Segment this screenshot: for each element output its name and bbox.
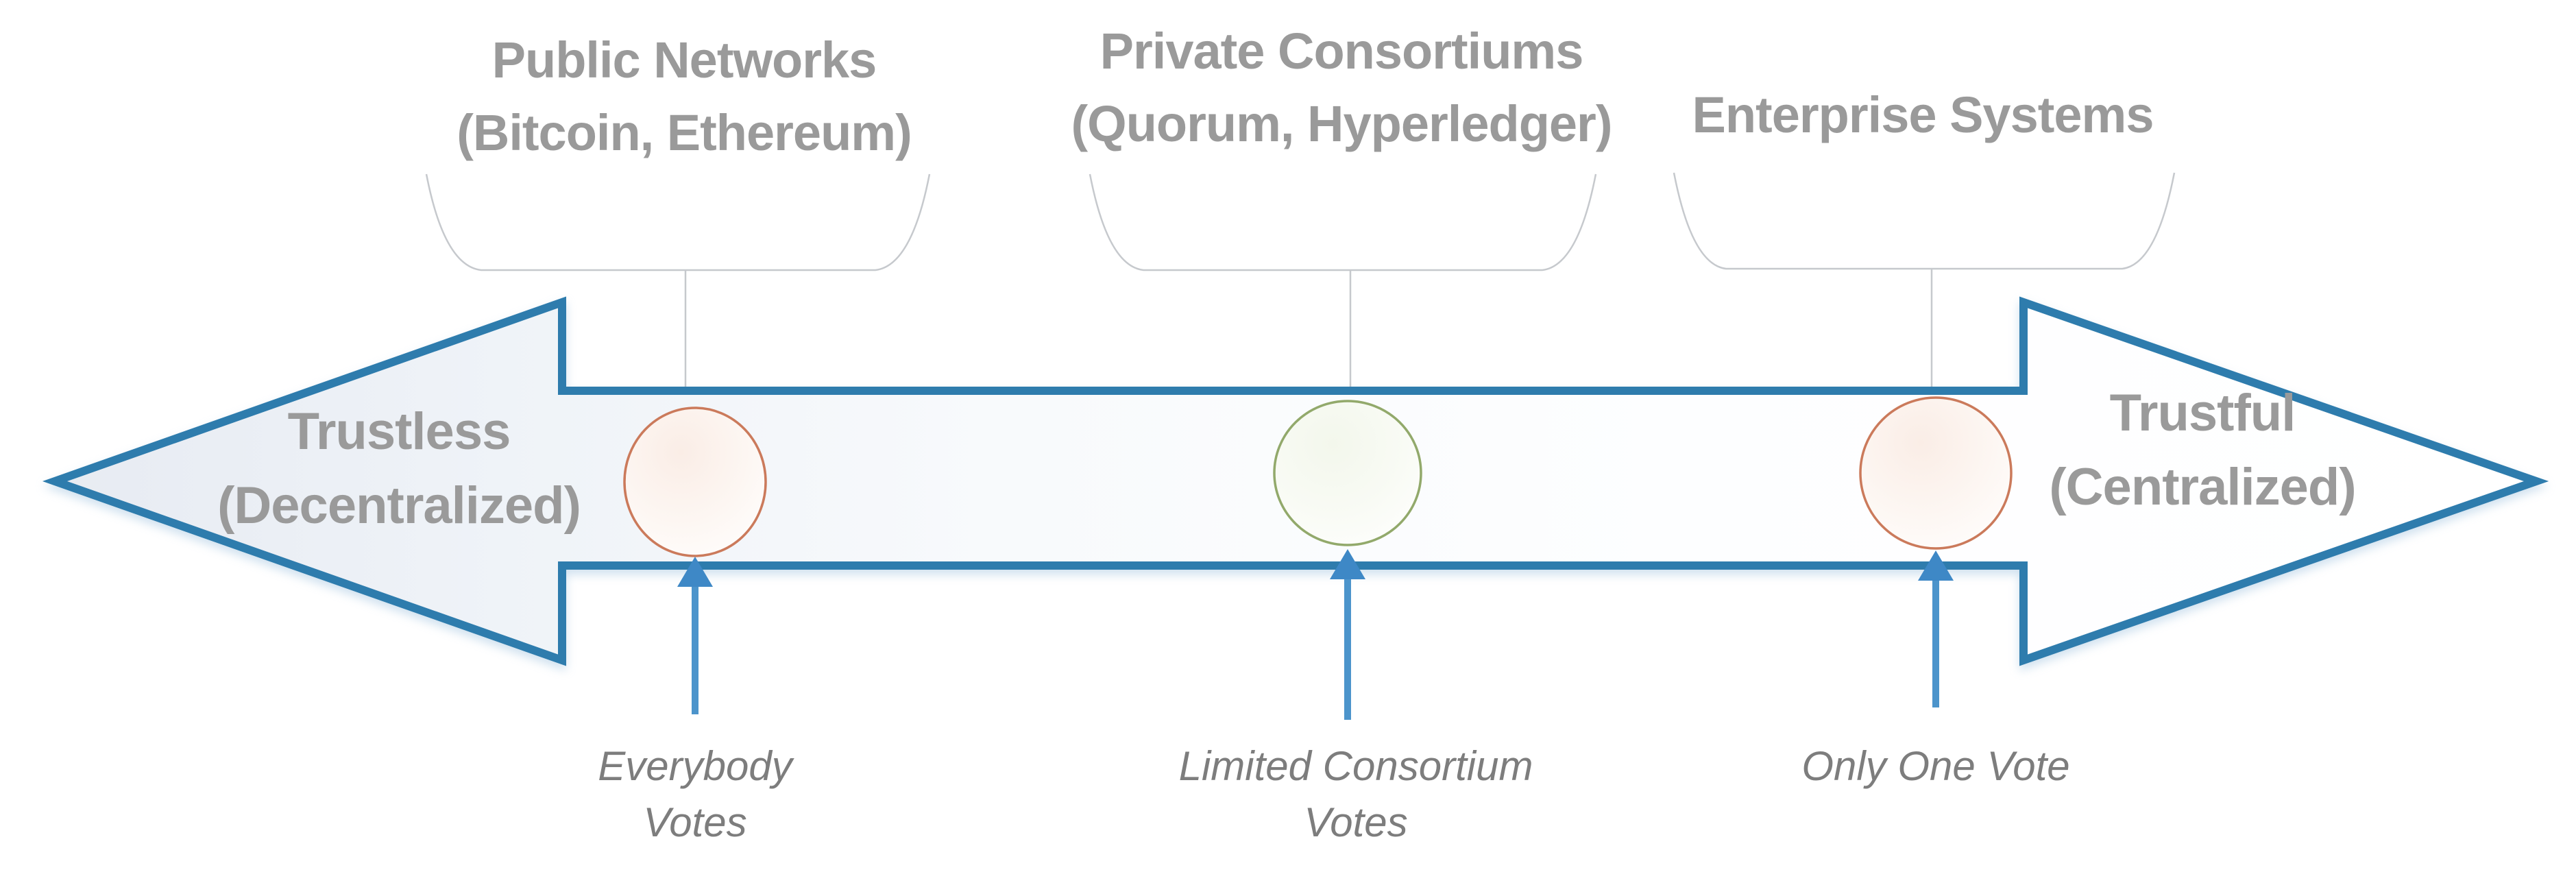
- pointer-arrow-limited-consortium-votes: [1330, 549, 1365, 720]
- label-public-networks-line2: (Bitcoin, Ethereum): [457, 104, 912, 161]
- label-everybody-votes-line1: Everybody: [598, 743, 792, 789]
- label-limited-consortium-votes-line2: Votes: [1304, 799, 1408, 845]
- label-trustless: Trustless (Decentralized): [217, 395, 581, 543]
- label-trustful: Trustful (Centralized): [2049, 376, 2356, 524]
- brace-enterprise-systems: [1673, 172, 2176, 388]
- pointer-arrow-everybody-votes: [677, 557, 713, 714]
- label-private-consortiums-line1: Private Consortiums: [1099, 23, 1584, 80]
- node-enterprise-systems: [1859, 396, 2013, 550]
- label-public-networks-line1: Public Networks: [491, 32, 877, 88]
- label-trustful-line2: (Centralized): [2049, 458, 2356, 516]
- pointer-arrow-only-one-vote: [1918, 550, 1954, 707]
- label-trustless-line2: (Decentralized): [217, 476, 581, 535]
- label-private-consortiums: Private Consortiums (Quorum, Hyperledger): [1071, 15, 1613, 160]
- label-enterprise-systems: Enterprise Systems: [1692, 79, 2154, 152]
- label-limited-consortium-votes-line1: Limited Consortium: [1178, 743, 1533, 789]
- label-everybody-votes-line2: Votes: [643, 799, 747, 845]
- label-private-consortiums-line2: (Quorum, Hyperledger): [1071, 95, 1613, 152]
- brace-public-networks: [425, 173, 931, 388]
- label-only-one-vote-line1: Only One Vote: [1801, 743, 2070, 789]
- label-trustless-line1: Trustless: [287, 402, 511, 461]
- node-public-networks: [623, 407, 767, 557]
- label-only-one-vote: Only One Vote: [1801, 738, 2069, 795]
- label-trustful-line1: Trustful: [2109, 384, 2296, 442]
- label-public-networks: Public Networks (Bitcoin, Ethereum): [457, 24, 912, 169]
- brace-private-consortiums: [1089, 173, 1597, 388]
- label-enterprise-systems-line1: Enterprise Systems: [1692, 86, 2154, 143]
- node-private-consortiums: [1273, 400, 1422, 546]
